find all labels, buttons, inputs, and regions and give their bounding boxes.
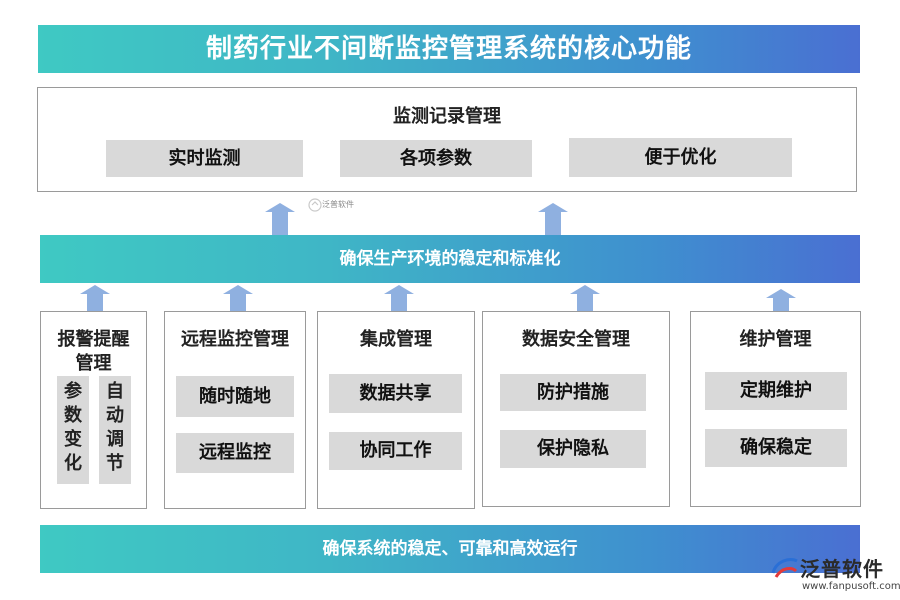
watermark-logo-icon (308, 198, 322, 212)
up-arrow-icon (265, 203, 295, 235)
integration-management-column: 集成管理 数据共享 协同工作 (317, 311, 475, 509)
brand-url: www.fanpusoft.com (802, 581, 900, 592)
diagram-title: 制药行业不间断监控管理系统的核心功能 (38, 25, 860, 73)
item-regular-maintenance: 定期维护 (705, 372, 847, 410)
remote-monitoring-column: 远程监控管理 随时随地 远程监控 (164, 311, 306, 509)
watermark-logo (308, 197, 368, 215)
char: 调 (106, 429, 124, 450)
column-title-line2: 管理 (75, 353, 112, 374)
char: 节 (106, 453, 124, 474)
column-title: 集成管理 (360, 329, 432, 350)
watermark-text: 泛普软件 (322, 200, 354, 209)
vertical-item-parameter-change: 参 数 变 化 (57, 376, 89, 484)
column-title-line1: 报警提醒 (57, 329, 130, 350)
item-realtime-monitoring: 实时监测 (106, 140, 303, 177)
maintenance-management-column: 维护管理 定期维护 确保稳定 (690, 311, 861, 507)
section-heading: 监测记录管理 (393, 106, 501, 127)
char: 变 (64, 429, 82, 450)
brand-logo-icon (771, 558, 798, 578)
item-protection-measures: 防护措施 (500, 374, 646, 411)
item-privacy-protection: 保护隐私 (500, 430, 646, 468)
item-parameters: 各项参数 (340, 140, 532, 177)
char: 参 (64, 381, 82, 402)
column-title: 维护管理 (739, 329, 812, 350)
middle-banner: 确保生产环境的稳定和标准化 (40, 235, 860, 283)
item-ensure-stability: 确保稳定 (705, 429, 847, 467)
item-data-sharing: 数据共享 (329, 374, 462, 413)
item-anytime-anywhere: 随时随地 (176, 376, 294, 417)
vertical-item-auto-adjust: 自 动 调 节 (99, 376, 131, 484)
item-remote-monitoring: 远程监控 (176, 433, 294, 473)
column-title: 远程监控管理 (181, 329, 289, 350)
monitoring-record-section: 监测记录管理 实时监测 各项参数 便于优化 (37, 87, 857, 192)
brand-name: 泛普软件 (800, 557, 884, 581)
data-security-column: 数据安全管理 防护措施 保护隐私 (482, 311, 670, 507)
bottom-banner: 确保系统的稳定、可靠和高效运行 (40, 525, 860, 573)
item-optimization: 便于优化 (569, 138, 792, 177)
char: 化 (64, 453, 82, 474)
brand-logo: 泛普软件 www.fanpusoft.com (770, 553, 900, 598)
up-arrow-icon (538, 203, 568, 235)
char: 自 (106, 381, 124, 402)
column-title: 数据安全管理 (522, 329, 630, 350)
item-collaboration: 协同工作 (329, 432, 462, 470)
char: 数 (64, 405, 82, 426)
char: 动 (106, 405, 124, 426)
alarm-management-column: 报警提醒 管理 参 数 变 化 自 动 调 节 (40, 311, 147, 509)
